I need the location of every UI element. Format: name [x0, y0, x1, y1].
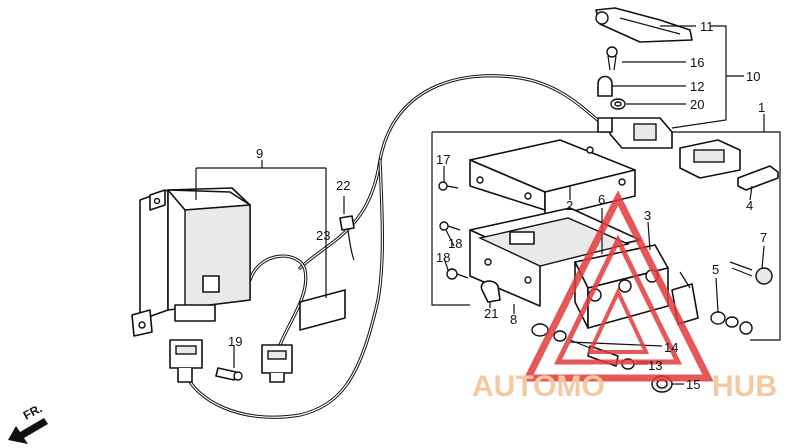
clip-21 [480, 280, 501, 303]
label-18a: 18 [448, 236, 462, 251]
label-11: 11 [700, 19, 714, 34]
label-17: 17 [436, 152, 450, 167]
direction-label: FR. [21, 401, 45, 422]
screw-18b [446, 268, 469, 280]
harness-connector-left [169, 339, 203, 383]
watermark-text-left: AUTOMO [472, 370, 605, 403]
label-16: 16 [690, 55, 704, 70]
indicator-7 [729, 261, 773, 285]
connector-boot-11 [595, 7, 693, 43]
pad-23 [299, 289, 346, 331]
leader-lines [195, 25, 765, 385]
label-12: 12 [690, 79, 704, 94]
label-6: 6 [598, 192, 605, 207]
label-20: 20 [690, 97, 704, 112]
control-unit [131, 187, 251, 337]
label-9: 9 [256, 146, 263, 161]
label-10: 10 [746, 69, 760, 84]
label-7: 7 [760, 230, 767, 245]
watermark-logo [522, 190, 714, 382]
screw-18a [439, 221, 461, 231]
screw-17 [438, 181, 459, 191]
label-5: 5 [712, 262, 719, 277]
label-15: 15 [686, 377, 700, 392]
label-3: 3 [644, 208, 651, 223]
upper-plate-2 [469, 139, 636, 219]
label-8: 8 [510, 312, 517, 327]
clamp-12 [597, 75, 613, 97]
tray-8 [469, 207, 641, 307]
screw-16 [606, 46, 618, 71]
cable-connector [597, 117, 673, 149]
nut-20 [610, 98, 626, 110]
label-22: 22 [336, 178, 350, 193]
label-2: 2 [566, 198, 573, 213]
label-14: 14 [664, 340, 678, 355]
bracket-4 [737, 165, 779, 191]
part-labels: 11 16 12 10 20 1 9 17 22 2 4 6 3 23 7 18… [228, 19, 767, 392]
screw-19 [215, 367, 243, 381]
label-23: 23 [316, 228, 330, 243]
label-21: 21 [484, 306, 498, 321]
watermark-text-right: HUB [712, 370, 777, 403]
socket-1 [679, 139, 741, 179]
label-19: 19 [228, 334, 242, 349]
clip-22 [339, 215, 355, 261]
label-18b: 18 [436, 250, 450, 265]
direction-arrow [8, 418, 48, 444]
label-4: 4 [746, 198, 753, 213]
label-13: 13 [648, 358, 662, 373]
harness-connector-right [261, 344, 293, 383]
label-1: 1 [758, 100, 765, 115]
ecu-harness [248, 254, 308, 347]
